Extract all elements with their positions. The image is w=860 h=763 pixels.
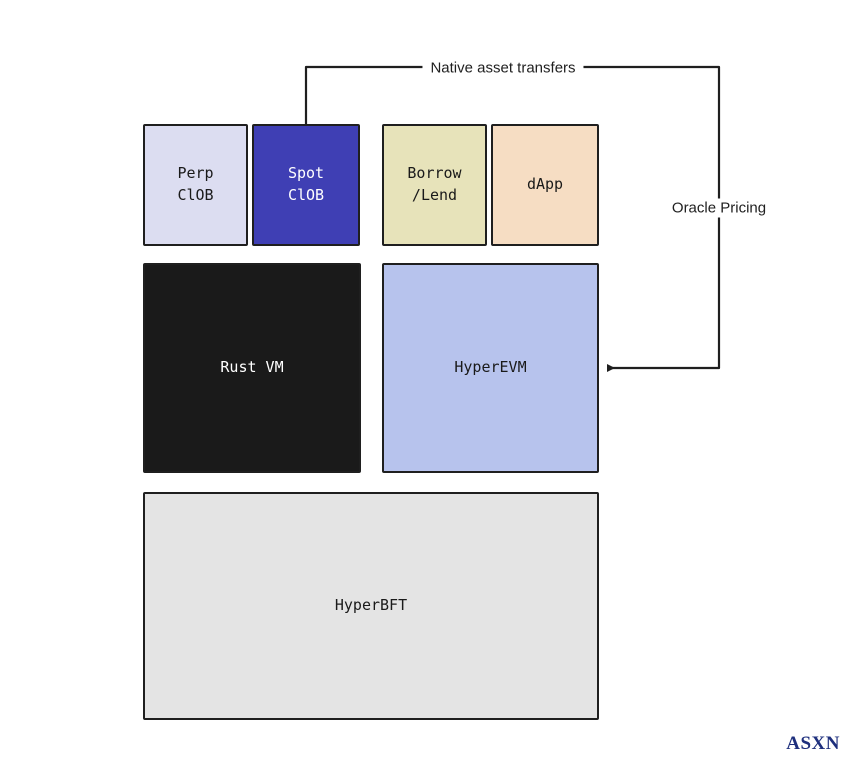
asxn-logo: ASXN	[786, 733, 840, 754]
hyperbft-box: HyperBFT	[143, 492, 599, 720]
perp-clob-label: Perp ClOB	[177, 164, 214, 204]
rust-vm-label: Rust VM	[220, 358, 284, 377]
hyperevm-label: HyperEVM	[454, 358, 527, 377]
perp-clob-box: Perp ClOB	[143, 124, 248, 246]
spot-clob-box: Spot ClOB	[252, 124, 360, 246]
spot-clob-label: Spot ClOB	[287, 164, 325, 204]
borrow-lend-box: Borrow /Lend	[382, 124, 487, 246]
hyperbft-label: HyperBFT	[334, 596, 408, 615]
dapp-box: dApp	[491, 124, 599, 246]
native-asset-transfers-label: Native asset transfers	[422, 58, 584, 78]
dapp-label: dApp	[526, 175, 564, 194]
hyperevm-box: HyperEVM	[382, 263, 599, 473]
borrow-lend-label: Borrow /Lend	[407, 164, 462, 204]
rust-vm-box: Rust VM	[143, 263, 361, 473]
oracle-pricing-label: Oracle Pricing	[663, 198, 775, 218]
